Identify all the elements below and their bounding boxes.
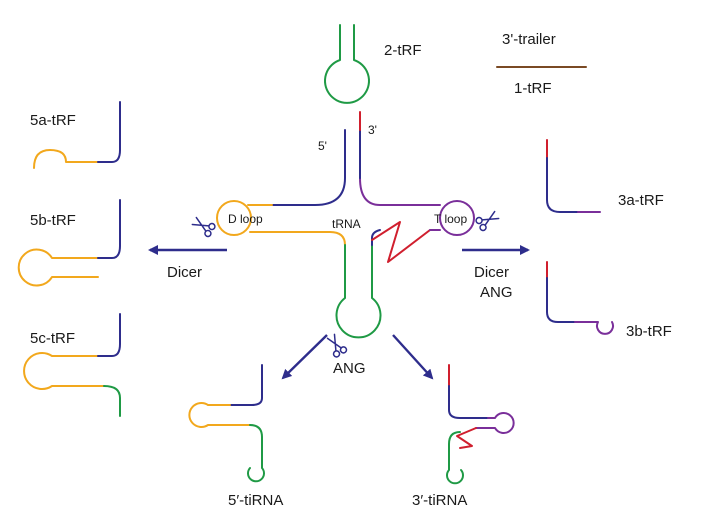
trf-1-label: 1-tRF [514,80,552,97]
scissors-icon [326,333,348,358]
trf-2-fragment [324,24,370,104]
trf-5c-fragment [23,313,121,417]
arrow-icon [392,334,434,380]
trailer-label: 3'-trailer [502,31,556,48]
trf-3a-label: 3a-tRF [618,192,664,209]
dicer-right-label: Dicer [474,264,509,281]
trf-5c-label: 5c-tRF [30,330,75,347]
arrow-icon [281,334,328,380]
trf-5b-label: 5b-tRF [30,212,76,229]
trna-label: tRNA [332,217,361,231]
tirna-5-label: 5′-tiRNA [228,492,283,509]
trf-5b-fragment [17,199,121,287]
dicer-left-label: Dicer [167,264,202,281]
ang-bottom-label: ANG [333,360,366,377]
trf-5a-label: 5a-tRF [30,112,76,129]
tirna-3-fragment [446,364,515,485]
scissors-icon [475,210,500,232]
trna-structure [216,111,475,339]
tirna-5-fragment [188,364,265,483]
three-prime-end-label: 3' [368,123,377,137]
trf-3a-fragment [546,139,601,213]
scissors-icon [191,216,216,238]
trf-3b-label: 3b-tRF [626,323,672,340]
trf-5a-fragment [33,101,121,169]
trf-3b-fragment [546,261,614,335]
t-loop-label: T loop [434,212,467,226]
trf-2-label: 2-tRF [384,42,422,59]
five-prime-end-label: 5' [318,139,327,153]
tirna-3-label: 3′-tiRNA [412,492,467,509]
d-loop-label: D loop [228,212,263,226]
ang-right-label: ANG [480,284,513,301]
